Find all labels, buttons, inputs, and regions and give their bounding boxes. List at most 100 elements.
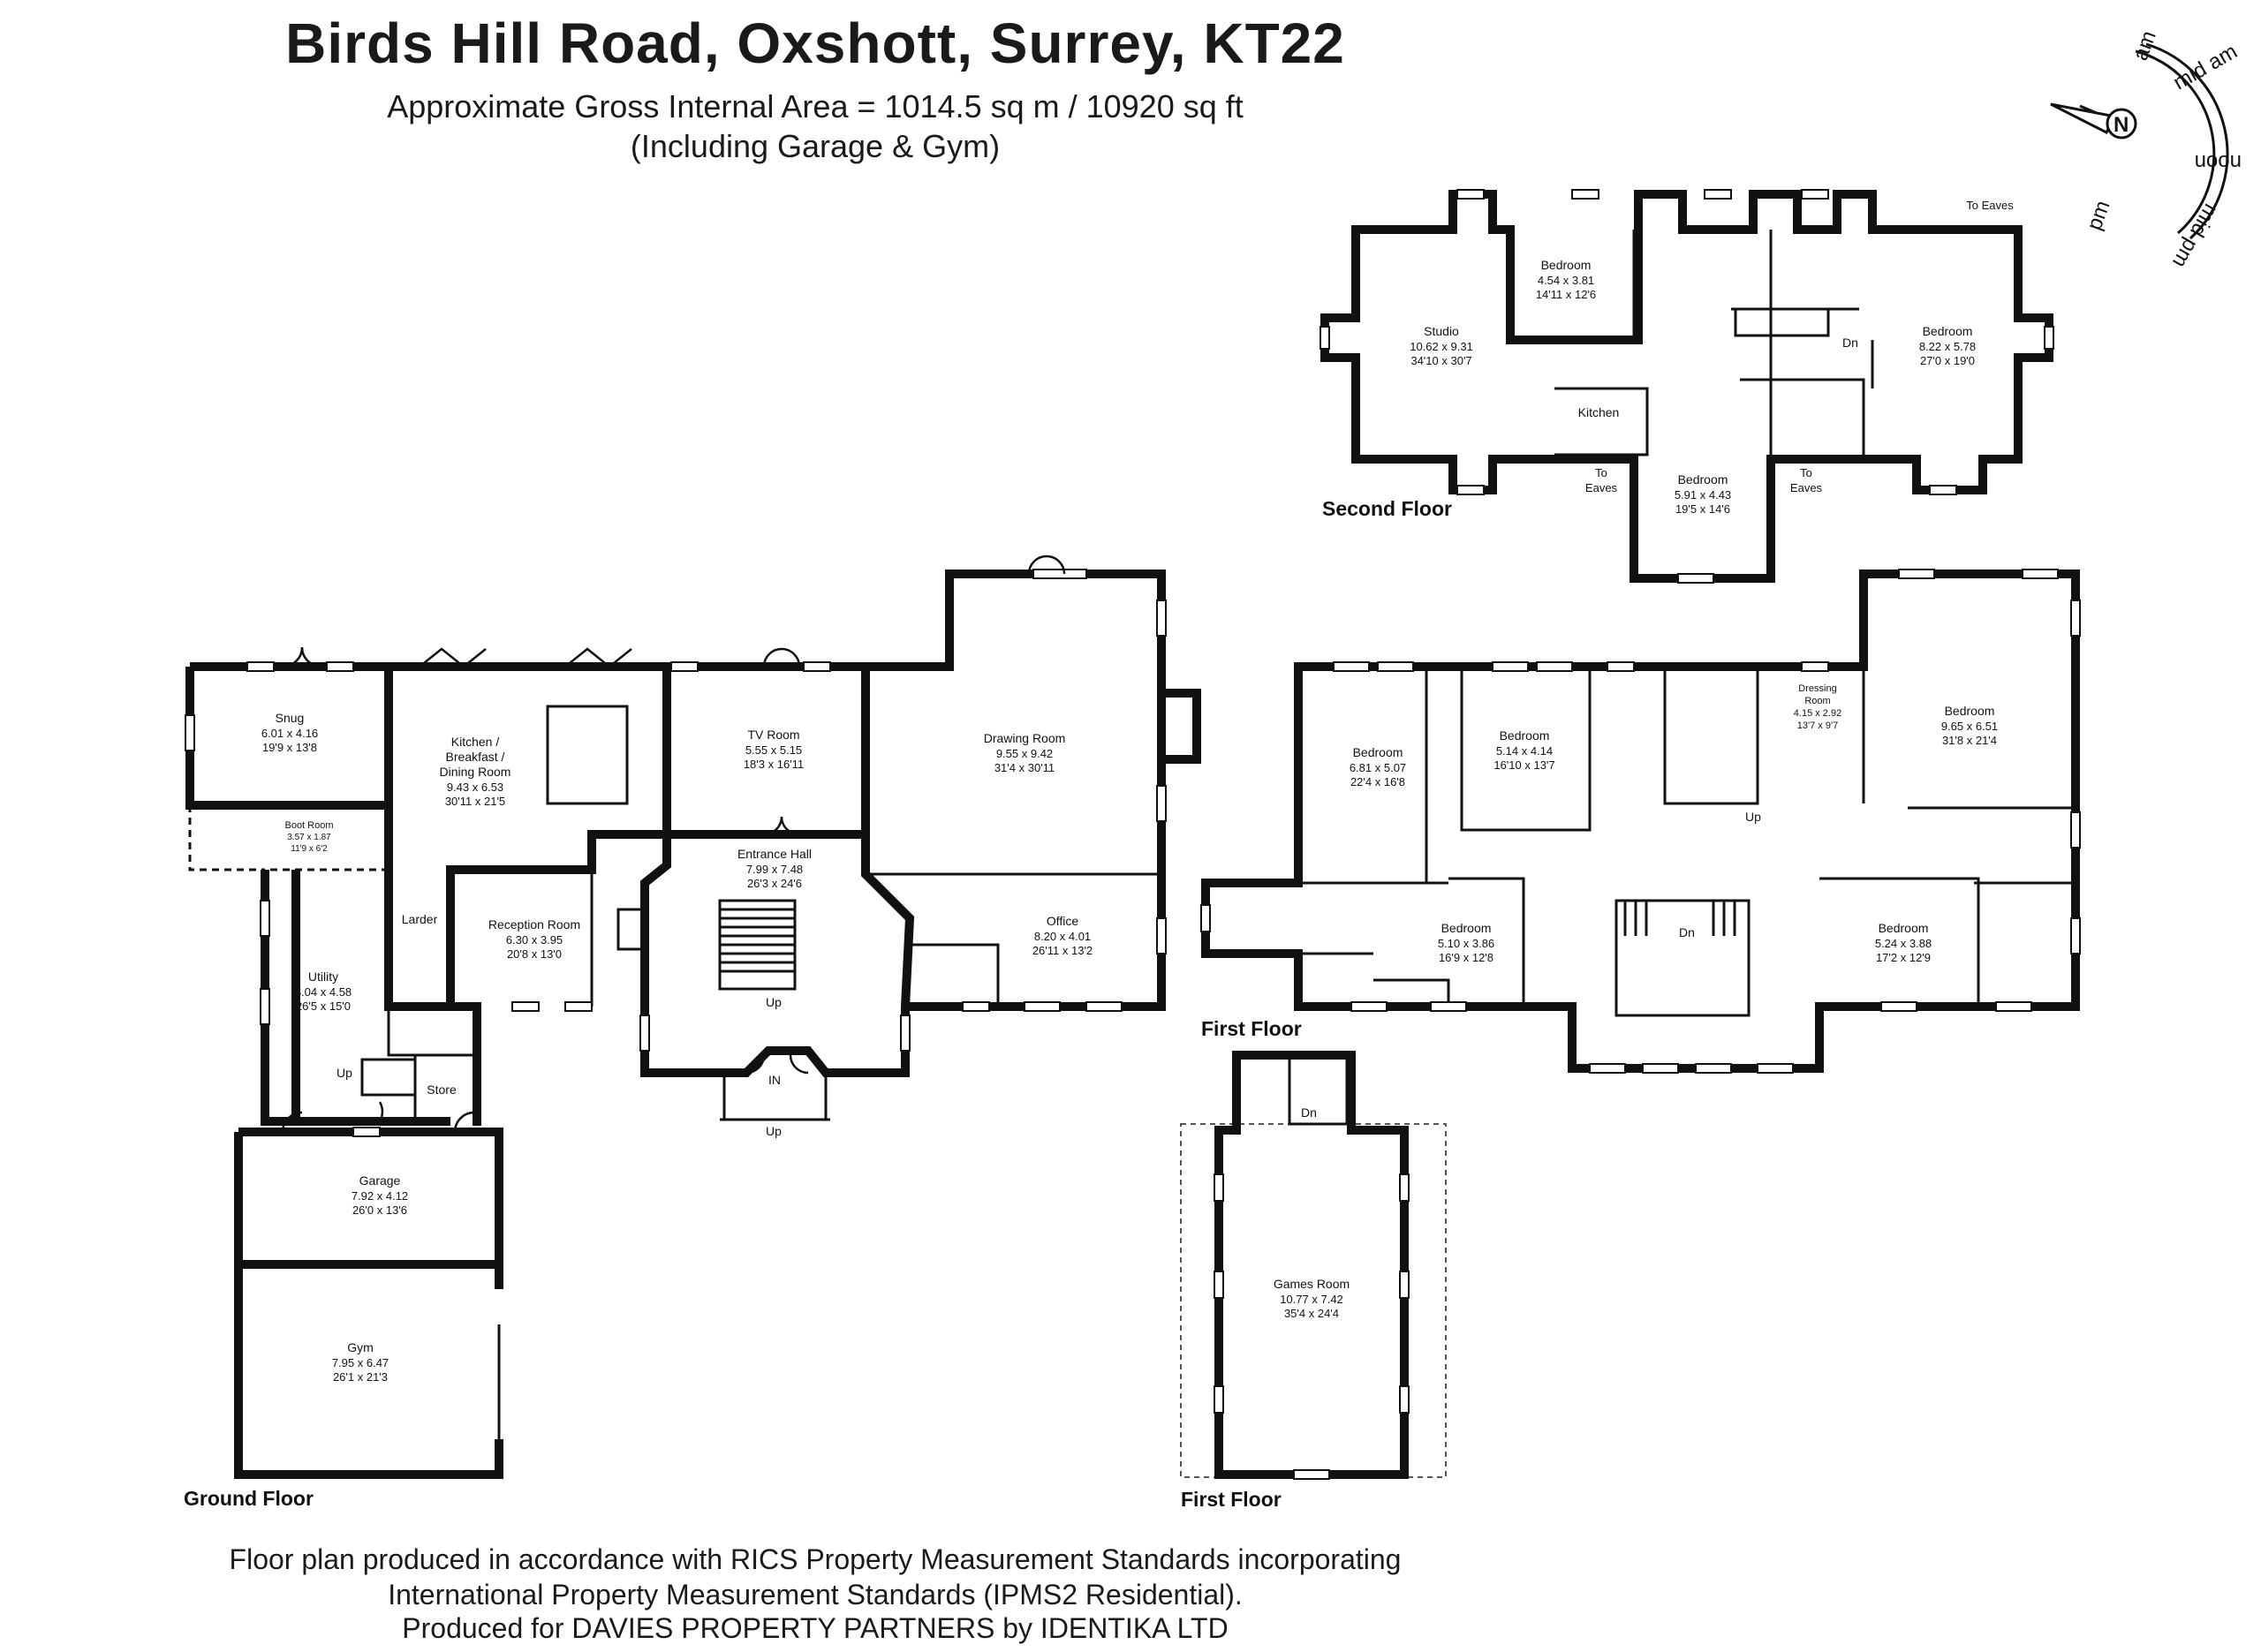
snug-imperial: 19'9 x 13'8 bbox=[262, 741, 317, 754]
ff-bedroom-3-metric: 9.65 x 6.51 bbox=[1941, 720, 1998, 733]
compass-icon: N am mid am noon mid pm pm bbox=[2050, 27, 2242, 272]
entrance-stair-up: Up bbox=[766, 995, 782, 1009]
sf-bedroom-3-imperial: 19'5 x 14'6 bbox=[1675, 502, 1730, 516]
compass-noon: noon bbox=[2195, 150, 2242, 174]
reception-room-imperial: 20'8 x 13'0 bbox=[507, 947, 562, 961]
snug-name: Snug bbox=[276, 711, 305, 725]
sf-to-eaves-top: To Eaves bbox=[1966, 199, 2014, 212]
studio-metric: 10.62 x 9.31 bbox=[1410, 340, 1473, 353]
tv-room-metric: 5.55 x 5.15 bbox=[745, 743, 802, 757]
larder-name: Larder bbox=[402, 912, 438, 926]
garage-imperial: 26'0 x 13'6 bbox=[352, 1203, 407, 1217]
sf-bedroom-2-metric: 8.22 x 5.78 bbox=[1919, 340, 1976, 353]
ff-stair-up: Up bbox=[1745, 810, 1761, 824]
ground-floor-label: Ground Floor bbox=[184, 1487, 314, 1510]
footer-line-3: Produced for DAVIES PROPERTY PARTNERS by… bbox=[402, 1612, 1229, 1644]
entrance-hall-name: Entrance Hall bbox=[737, 847, 812, 861]
office-name: Office bbox=[1047, 914, 1079, 928]
ff-bedroom-5-metric: 5.24 x 3.88 bbox=[1875, 937, 1932, 950]
garage-name: Garage bbox=[359, 1173, 401, 1188]
utility-imperial: 26'5 x 15'0 bbox=[296, 999, 351, 1013]
sf-bedroom-1-name: Bedroom bbox=[1541, 258, 1592, 272]
first-floor-label: First Floor bbox=[1201, 1017, 1302, 1040]
boot-room-name: Boot Room bbox=[284, 820, 333, 831]
sf-bedroom-1-imperial: 14'11 x 12'6 bbox=[1536, 288, 1596, 301]
kitchen-imperial: 30'11 x 21'5 bbox=[445, 795, 505, 808]
utility-stair-up: Up bbox=[337, 1066, 352, 1080]
footer-line-2: International Property Measurement Stand… bbox=[388, 1579, 1243, 1611]
boot-room-imperial: 11'9 x 6'2 bbox=[291, 844, 328, 854]
ff-bedroom-3-imperial: 31'8 x 21'4 bbox=[1942, 734, 1997, 747]
games-room-name: Games Room bbox=[1274, 1277, 1350, 1291]
footer-line-1: Floor plan produced in accordance with R… bbox=[229, 1543, 1402, 1575]
entrance-hall-imperial: 26'3 x 24'6 bbox=[747, 877, 802, 890]
dressing-room-name-1: Dressing bbox=[1798, 683, 1836, 694]
sf-bedroom-2-name: Bedroom bbox=[1923, 324, 1973, 338]
dressing-room-imperial: 13'7 x 9'7 bbox=[1797, 720, 1838, 731]
gym-name: Gym bbox=[347, 1340, 374, 1354]
studio-imperial: 34'10 x 30'7 bbox=[1410, 354, 1471, 367]
ff-bedroom-3-name: Bedroom bbox=[1945, 704, 1995, 718]
ff-bedroom-4-metric: 5.10 x 3.86 bbox=[1438, 937, 1494, 950]
utility-metric: 8.04 x 4.58 bbox=[295, 985, 352, 999]
ff-bedroom-2-imperial: 16'10 x 13'7 bbox=[1493, 758, 1554, 772]
kitchen-metric: 9.43 x 6.53 bbox=[447, 781, 503, 794]
gym-imperial: 26'1 x 21'3 bbox=[333, 1370, 388, 1384]
first-floor-plan: Bedroom 6.81 x 5.07 22'4 x 16'8 Bedroom … bbox=[1200, 569, 2081, 1074]
sf-eaves-left: Eaves bbox=[1585, 481, 1618, 494]
games-room-plan: Games Room 10.77 x 7.42 35'4 x 24'4 Dn F… bbox=[1180, 1051, 1447, 1511]
dressing-room-name-2: Room bbox=[1804, 696, 1830, 706]
office-metric: 8.20 x 4.01 bbox=[1034, 930, 1091, 943]
sf-bedroom-1-metric: 4.54 x 3.81 bbox=[1538, 274, 1594, 287]
tv-room-name: TV Room bbox=[747, 728, 799, 742]
snug-metric: 6.01 x 4.16 bbox=[261, 727, 318, 740]
ff-bedroom-4-imperial: 16'9 x 12'8 bbox=[1439, 951, 1493, 964]
sf-bedroom-3-metric: 5.91 x 4.43 bbox=[1675, 488, 1731, 502]
tv-room-imperial: 18'3 x 16'11 bbox=[744, 758, 804, 771]
ground-floor-plan: Snug 6.01 x 4.16 19'9 x 13'8 Kitchen / B… bbox=[184, 554, 1201, 1510]
ff-bedroom-4-name: Bedroom bbox=[1441, 921, 1492, 935]
page-title: Birds Hill Road, Oxshott, Surrey, KT22 bbox=[285, 11, 1345, 75]
ff-bedroom-5-name: Bedroom bbox=[1879, 921, 1929, 935]
gross-area: Approximate Gross Internal Area = 1014.5… bbox=[387, 88, 1244, 124]
studio-name: Studio bbox=[1424, 324, 1459, 338]
kitchen-name-1: Kitchen / bbox=[451, 735, 500, 749]
ff-bedroom-1-metric: 6.81 x 5.07 bbox=[1350, 761, 1406, 774]
drawing-room-metric: 9.55 x 9.42 bbox=[996, 747, 1053, 760]
ff-bedroom-1-imperial: 22'4 x 16'8 bbox=[1350, 775, 1405, 788]
ff-bedroom-2-name: Bedroom bbox=[1500, 728, 1550, 743]
garage-metric: 7.92 x 4.12 bbox=[352, 1189, 408, 1203]
reception-room-name: Reception Room bbox=[488, 917, 580, 932]
entrance-in-mark: IN bbox=[768, 1073, 781, 1087]
area-note: (Including Garage & Gym) bbox=[630, 128, 1001, 164]
sf-bedroom-2-imperial: 27'0 x 19'0 bbox=[1920, 354, 1975, 367]
ff-bedroom-5-imperial: 17'2 x 12'9 bbox=[1876, 951, 1931, 964]
games-floor-label: First Floor bbox=[1181, 1488, 1282, 1511]
entrance-hall-metric: 7.99 x 7.48 bbox=[746, 863, 803, 876]
second-floor-label: Second Floor bbox=[1322, 497, 1452, 520]
sf-bedroom-3-name: Bedroom bbox=[1678, 472, 1728, 487]
reception-room-metric: 6.30 x 3.95 bbox=[506, 933, 563, 947]
ff-bedroom-2-metric: 5.14 x 4.14 bbox=[1496, 744, 1553, 758]
games-stair-dn: Dn bbox=[1301, 1105, 1317, 1120]
sf-stair-dn: Dn bbox=[1842, 336, 1858, 350]
office-imperial: 26'11 x 13'2 bbox=[1032, 944, 1093, 957]
sf-eaves-left-to: To bbox=[1595, 466, 1607, 479]
boot-room-metric: 3.57 x 1.87 bbox=[287, 833, 331, 842]
compass-pm: pm bbox=[2083, 198, 2115, 234]
drawing-room-imperial: 31'4 x 30'11 bbox=[994, 761, 1055, 774]
games-room-metric: 10.77 x 7.42 bbox=[1280, 1293, 1343, 1306]
store-name: Store bbox=[427, 1082, 457, 1097]
dressing-room-metric: 4.15 x 2.92 bbox=[1794, 708, 1841, 719]
compass-north: N bbox=[2114, 113, 2129, 137]
kitchen-name-3: Dining Room bbox=[440, 765, 511, 779]
sf-eaves-right-to: To bbox=[1800, 466, 1812, 479]
ff-bedroom-1-name: Bedroom bbox=[1353, 745, 1403, 759]
porch-step-up: Up bbox=[766, 1124, 782, 1138]
ff-stair-dn: Dn bbox=[1679, 925, 1695, 939]
kitchen-name-2: Breakfast / bbox=[446, 750, 505, 764]
sf-eaves-right: Eaves bbox=[1790, 481, 1823, 494]
sf-kitchen-name: Kitchen bbox=[1578, 405, 1620, 419]
drawing-room-name: Drawing Room bbox=[984, 731, 1066, 745]
